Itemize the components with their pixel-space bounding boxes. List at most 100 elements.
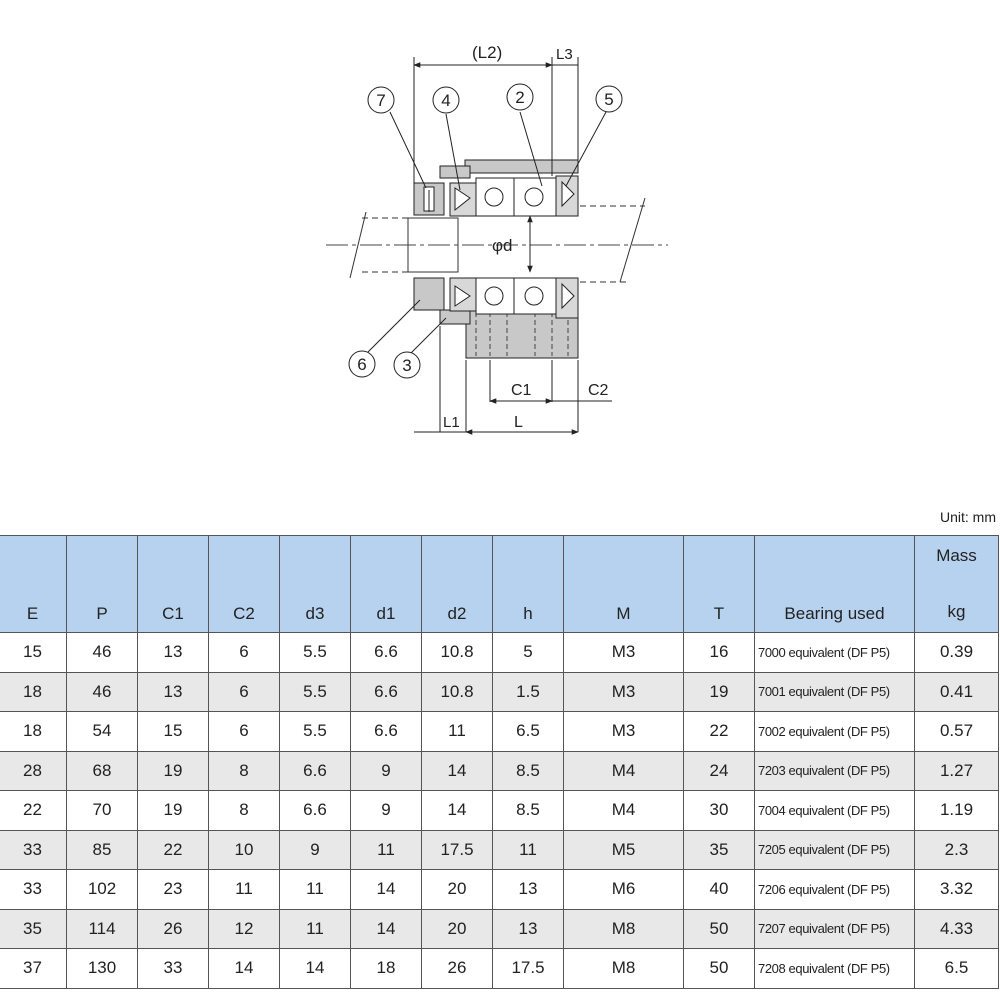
cell-c1: 26	[137, 908, 209, 949]
cell-h: 5	[492, 632, 564, 673]
dim-l1: L1	[443, 414, 460, 431]
cell-d2: 20	[421, 908, 493, 949]
cell-t: 19	[683, 671, 755, 712]
header-c2: C2	[208, 535, 280, 633]
header-p: P	[66, 535, 138, 633]
part-balloons	[348, 83, 623, 379]
cell-m: M6	[563, 869, 684, 910]
dim-l2: (L2)	[472, 43, 502, 62]
cell-bearing-used: 7002 equivalent (DF P5)	[754, 711, 915, 752]
cell-d1: 9	[350, 750, 422, 791]
bearings	[449, 175, 579, 319]
header-m: M	[563, 535, 684, 633]
cell-d1: 6.6	[350, 671, 422, 712]
cell-d2: 11	[421, 711, 493, 752]
cell-c1: 22	[137, 829, 209, 870]
spec-table: E P C1 C2 d3 d1 d2 h M T Bearing used Ma…	[0, 535, 999, 989]
cell-d3: 14	[279, 948, 351, 989]
cell-bearing-used: 7205 equivalent (DF P5)	[754, 829, 915, 870]
header-bearing-used: Bearing used	[754, 535, 915, 633]
header-mass: Mass kg	[914, 535, 999, 633]
cell-p: 54	[66, 711, 138, 752]
cell-bearing-used: 7206 equivalent (DF P5)	[754, 869, 915, 910]
dim-phi-d: φd	[492, 236, 512, 255]
bearing-unit-diagram: φd (L2) L3 C1 C2 L1 L 7	[326, 43, 668, 435]
cell-d3: 5.5	[279, 711, 351, 752]
cell-d2: 10.8	[421, 632, 493, 673]
cell-h: 1.5	[492, 671, 564, 712]
cell-t: 40	[683, 869, 755, 910]
cell-d3: 6.6	[279, 750, 351, 791]
cell-h: 8.5	[492, 750, 564, 791]
cell-p: 114	[66, 908, 138, 949]
cell-bearing-used: 7207 equivalent (DF P5)	[754, 908, 915, 949]
cell-c2: 10	[208, 829, 280, 870]
cell-d2: 26	[421, 948, 493, 989]
cell-m: M3	[563, 711, 684, 752]
cell-d3: 5.5	[279, 632, 351, 673]
header-mass-unit: kg	[947, 602, 966, 621]
cell-c2: 6	[208, 632, 280, 673]
cell-e: 22	[0, 790, 67, 831]
cell-t: 16	[683, 632, 755, 673]
cell-d1: 18	[350, 948, 422, 989]
cell-mass: 6.5	[914, 948, 999, 989]
cell-bearing-used: 7000 equivalent (DF P5)	[754, 632, 915, 673]
dim-c2: C2	[588, 382, 609, 399]
part-number-6: 6	[357, 355, 366, 374]
cell-bearing-used: 7203 equivalent (DF P5)	[754, 750, 915, 791]
dim-c1: C1	[511, 382, 532, 399]
cell-mass: 3.32	[914, 869, 999, 910]
cell-t: 35	[683, 829, 755, 870]
cell-c2: 11	[208, 869, 280, 910]
cell-p: 102	[66, 869, 138, 910]
cell-c1: 19	[137, 790, 209, 831]
cell-m: M3	[563, 632, 684, 673]
header-t: T	[683, 535, 755, 633]
cell-c2: 14	[208, 948, 280, 989]
cell-m: M3	[563, 671, 684, 712]
part-number-5: 5	[604, 90, 613, 109]
housing	[439, 159, 579, 359]
cell-m: M8	[563, 948, 684, 989]
cell-c1: 13	[137, 632, 209, 673]
cell-e: 37	[0, 948, 67, 989]
cell-bearing-used: 7208 equivalent (DF P5)	[754, 948, 915, 989]
cell-t: 24	[683, 750, 755, 791]
cell-c1: 23	[137, 869, 209, 910]
cell-c1: 13	[137, 671, 209, 712]
cell-p: 70	[66, 790, 138, 831]
lock-nut	[413, 182, 445, 311]
cell-d3: 11	[279, 908, 351, 949]
table-header-row: E P C1 C2 d3 d1 d2 h M T Bearing used Ma…	[0, 535, 999, 633]
cell-d2: 14	[421, 750, 493, 791]
cell-mass: 0.57	[914, 711, 999, 752]
header-mass-label: Mass	[936, 546, 977, 565]
cell-d2: 17.5	[421, 829, 493, 870]
cell-c2: 8	[208, 750, 280, 791]
cell-c2: 12	[208, 908, 280, 949]
cell-p: 130	[66, 948, 138, 989]
cell-e: 18	[0, 711, 67, 752]
cell-h: 13	[492, 908, 564, 949]
cell-d3: 11	[279, 869, 351, 910]
cell-c2: 8	[208, 790, 280, 831]
part-number-3: 3	[402, 356, 411, 375]
part-number-7: 7	[376, 91, 385, 110]
cell-mass: 4.33	[914, 908, 999, 949]
cell-mass: 1.27	[914, 750, 999, 791]
cell-t: 50	[683, 948, 755, 989]
cell-e: 33	[0, 869, 67, 910]
cell-bearing-used: 7004 equivalent (DF P5)	[754, 790, 915, 831]
header-d1: d1	[350, 535, 422, 633]
dim-l: L	[514, 414, 523, 431]
header-e: E	[0, 535, 67, 633]
unit-label: Unit: mm	[940, 509, 996, 525]
cell-d1: 11	[350, 829, 422, 870]
